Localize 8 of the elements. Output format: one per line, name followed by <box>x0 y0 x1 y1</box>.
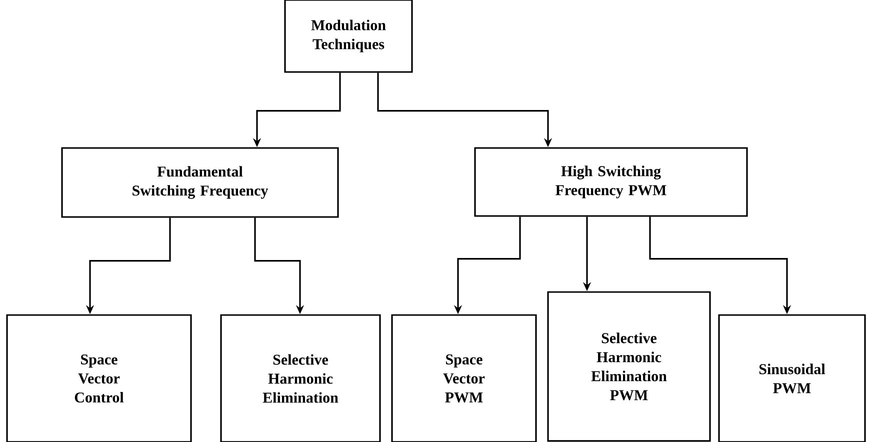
process-box: Modulation Techniques <box>284 0 413 73</box>
process-box: Space Vector Control <box>6 314 192 442</box>
process-box: Space Vector PWM <box>391 314 537 442</box>
process-box: Fundamental Switching Frequency <box>61 147 339 218</box>
process-box: Sinusoidal PWM <box>718 314 866 442</box>
process-box: High Switching Frequency PWM <box>474 147 748 217</box>
process-box: Selective Harmonic Elimination <box>220 314 381 442</box>
process-box: Selective Harmonic Elimination PWM <box>547 291 711 442</box>
